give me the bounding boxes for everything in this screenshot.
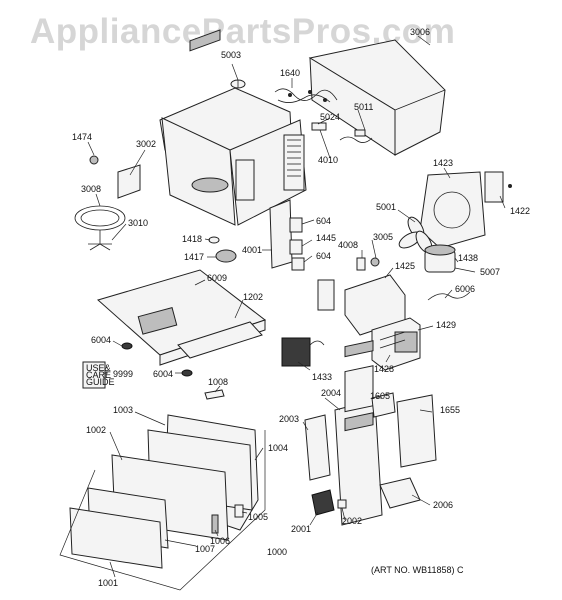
coupler xyxy=(88,230,112,251)
callout-1640: 1640 xyxy=(280,68,300,78)
callout-5001: 5001 xyxy=(376,202,396,212)
callout-2001: 2001 xyxy=(291,524,311,534)
callout-1006: 1006 xyxy=(210,536,230,546)
oven-cavity xyxy=(159,29,307,226)
callout-1005: 1005 xyxy=(248,512,268,522)
callout-6004-a: 6004 xyxy=(91,335,111,345)
transformer xyxy=(371,317,421,371)
door-latch xyxy=(204,389,225,400)
callout-5011: 5011 xyxy=(354,102,373,112)
callout-6009: 6009 xyxy=(207,273,227,283)
part-5003 xyxy=(230,79,246,89)
base-plate xyxy=(96,269,267,366)
wire-harness xyxy=(274,88,338,103)
callout-604-a: 604 xyxy=(316,216,331,226)
fan-housing xyxy=(419,171,512,249)
callout-1428: 1428 xyxy=(374,364,394,374)
callout-1429: 1429 xyxy=(436,320,456,330)
art-number: (ART NO. WB11858) C xyxy=(371,565,464,575)
callout-1433: 1433 xyxy=(312,372,332,382)
use-care-guide: USE& CARE GUIDE xyxy=(82,361,115,389)
interlock-bracket xyxy=(269,199,305,271)
outer-case xyxy=(308,39,446,156)
callout-1003: 1003 xyxy=(113,405,133,415)
parts-1418-1417 xyxy=(208,236,237,263)
bracket-1425 xyxy=(317,274,406,336)
callout-1445: 1445 xyxy=(316,233,336,243)
callout-9999: 9999 xyxy=(113,369,133,379)
callout-5007: 5007 xyxy=(480,267,500,277)
callout-labels: 3006 5003 1640 5011 5024 4010 1474 3002 … xyxy=(72,27,530,588)
callout-1002: 1002 xyxy=(86,425,106,435)
capacitor xyxy=(281,337,325,367)
callout-3008: 3008 xyxy=(81,184,101,194)
callout-4010: 4010 xyxy=(318,155,338,165)
callout-1202: 1202 xyxy=(243,292,263,302)
screw-1474 xyxy=(89,155,99,165)
waveguide-cover xyxy=(117,164,141,199)
callout-1438: 1438 xyxy=(458,253,478,263)
callout-5003: 5003 xyxy=(221,50,241,60)
callout-3010: 3010 xyxy=(128,218,148,228)
callout-2004: 2004 xyxy=(321,388,341,398)
callout-1605: 1605 xyxy=(370,391,390,401)
callout-1655: 1655 xyxy=(440,405,460,415)
callout-1007: 1007 xyxy=(195,544,215,554)
callout-1418: 1418 xyxy=(182,234,202,244)
callout-2002: 2002 xyxy=(342,516,362,526)
parts-5011-4010 xyxy=(311,122,373,143)
leaders xyxy=(95,63,506,578)
callout-2006: 2006 xyxy=(433,500,453,510)
callout-1000: 1000 xyxy=(267,547,287,557)
callout-4001: 4001 xyxy=(242,245,262,255)
callout-1004: 1004 xyxy=(268,443,288,453)
callout-5024: 5024 xyxy=(320,112,340,122)
callout-1423: 1423 xyxy=(433,158,453,168)
callout-604-b: 604 xyxy=(316,251,331,261)
control-panel xyxy=(304,340,437,526)
guide-label-1: USE& xyxy=(86,363,111,373)
guide-label-3: GUIDE xyxy=(86,377,115,387)
roller-ring xyxy=(74,205,126,231)
callout-3006: 3006 xyxy=(410,27,430,37)
fan-motor xyxy=(424,244,456,273)
callout-4008: 4008 xyxy=(338,240,358,250)
part-6006 xyxy=(427,291,471,301)
callout-1417: 1417 xyxy=(184,252,204,262)
parts-4008-3005 xyxy=(356,257,380,271)
callout-1422: 1422 xyxy=(510,206,530,216)
callout-1425: 1425 xyxy=(395,261,415,271)
guide-label-2: CARE xyxy=(86,370,111,380)
callout-1008: 1008 xyxy=(208,377,228,387)
callout-6004-b: 6004 xyxy=(153,369,173,379)
callout-3002: 3002 xyxy=(136,139,156,149)
callout-6006: 6006 xyxy=(455,284,475,294)
door-assembly xyxy=(59,414,266,591)
callout-1474: 1474 xyxy=(72,132,92,142)
callout-3005: 3005 xyxy=(373,232,393,242)
callout-2003: 2003 xyxy=(279,414,299,424)
callout-1001: 1001 xyxy=(98,578,118,588)
